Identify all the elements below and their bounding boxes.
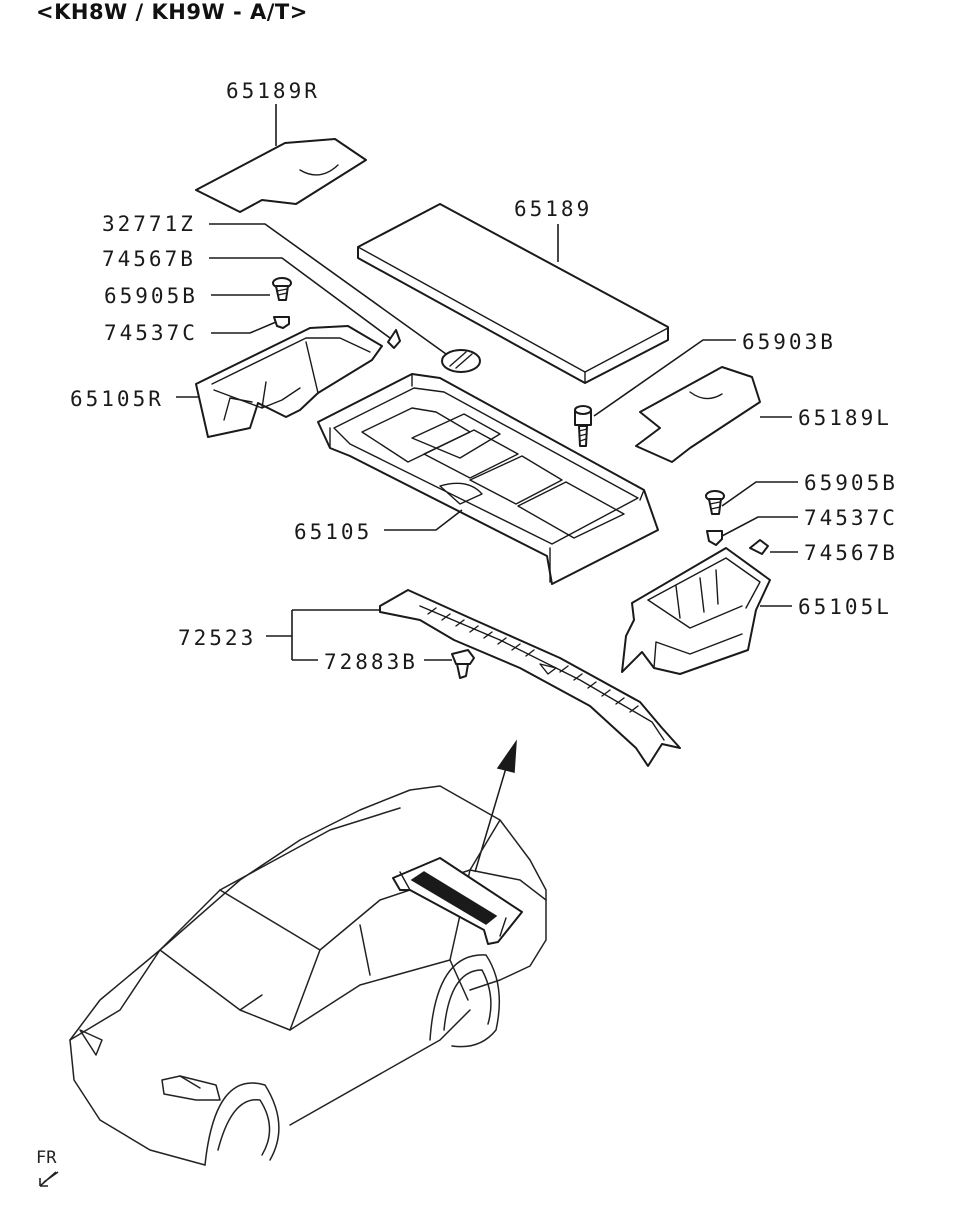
part-72523-scuff-plate[interactable] [379, 589, 681, 767]
front-label: FR [36, 1148, 57, 1168]
label-72523: 72523 [178, 626, 256, 650]
label-32771Z: 32771Z [102, 212, 196, 236]
label-65903B: 65903B [742, 330, 836, 354]
front-direction-indicator: FR [36, 1148, 66, 1195]
part-32771Z-plug[interactable] [441, 349, 481, 373]
diagram-title: <KH8W / KH9W - A/T> [36, 0, 308, 24]
label-65905B-left: 65905B [104, 284, 198, 308]
leader-72523 [266, 609, 380, 661]
label-65189R: 65189R [226, 79, 320, 103]
part-65189L-cover[interactable] [635, 366, 761, 463]
label-65105: 65105 [294, 520, 372, 544]
part-65105R-side-box[interactable] [195, 325, 383, 438]
label-74537C-right: 74537C [804, 506, 898, 530]
label-65105R: 65105R [70, 387, 164, 411]
leader-65105 [384, 509, 463, 531]
leader-74537C-right [721, 516, 798, 537]
part-65905B-right-screw[interactable] [705, 490, 725, 515]
leader-32771Z [209, 223, 447, 355]
part-74537C-left-nut[interactable] [273, 316, 290, 329]
part-74537C-right-nut[interactable] [706, 530, 723, 546]
part-65903B-bolt[interactable] [574, 405, 592, 447]
label-65189L: 65189L [798, 406, 892, 430]
part-65189-floor-board[interactable] [357, 203, 669, 384]
label-65189: 65189 [514, 197, 592, 221]
label-74537C-left: 74537C [104, 321, 198, 345]
part-74567B-right-clip[interactable] [749, 539, 769, 555]
leader-65905B-right [721, 481, 798, 507]
location-arrow [474, 739, 517, 873]
part-72883B-clip[interactable] [451, 649, 475, 679]
leader-65903B [593, 339, 736, 417]
label-74567B-left: 74567B [102, 247, 196, 271]
part-65105-luggage-tray[interactable] [317, 373, 659, 585]
part-65105L-side-box[interactable] [621, 547, 771, 675]
leader-74537C-left [211, 321, 277, 334]
front-arrow-icon [39, 1171, 59, 1187]
leader-74567B-left [209, 257, 391, 339]
label-65105L: 65105L [798, 595, 892, 619]
label-72883B: 72883B [324, 650, 418, 674]
part-74567B-left-clip[interactable] [387, 329, 401, 349]
vehicle-outline [69, 785, 547, 1166]
label-74567B-right: 74567B [804, 541, 898, 565]
part-65905B-left-screw[interactable] [272, 277, 292, 301]
tray-location-highlight [392, 857, 523, 945]
part-65189R-cover[interactable] [195, 138, 367, 213]
label-65905B-right: 65905B [804, 471, 898, 495]
